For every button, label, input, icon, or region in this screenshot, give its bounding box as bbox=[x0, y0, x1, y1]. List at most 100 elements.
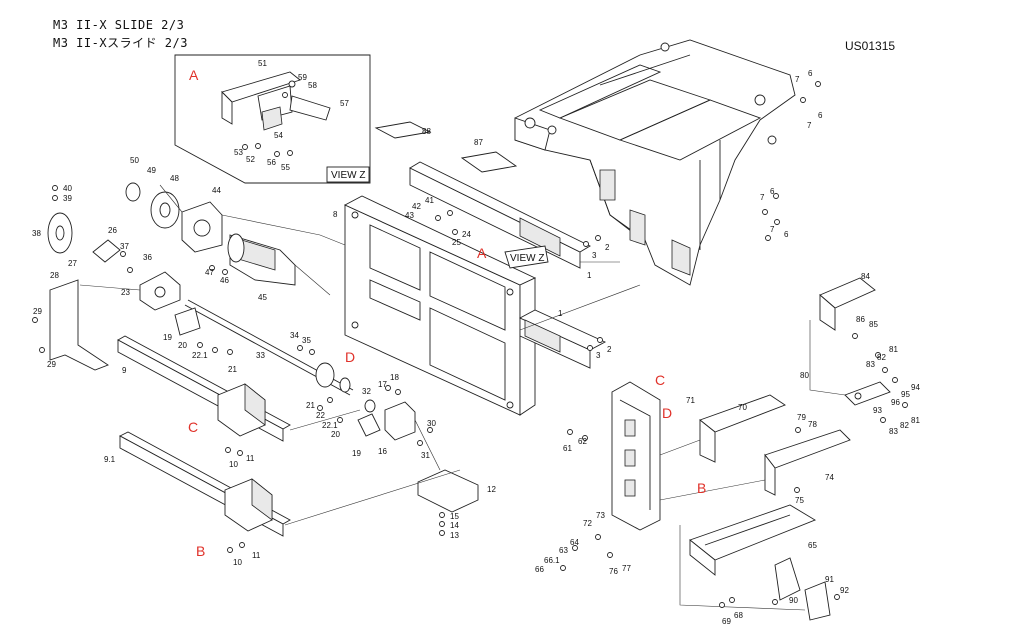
pn-65: 65 bbox=[808, 541, 817, 550]
pn-20b: 20 bbox=[331, 430, 340, 439]
pn-92: 92 bbox=[840, 586, 849, 595]
pn-96: 96 bbox=[891, 398, 900, 407]
bracket-91 bbox=[804, 581, 831, 621]
pn-3: 3 bbox=[592, 251, 597, 260]
pn-1b: 1 bbox=[558, 309, 563, 318]
pn-21: 21 bbox=[228, 365, 237, 374]
center-plate bbox=[343, 195, 537, 416]
pn-87: 87 bbox=[474, 138, 483, 147]
pn-39: 39 bbox=[63, 194, 72, 203]
pn-1: 1 bbox=[587, 271, 592, 280]
fasteners bbox=[32, 81, 908, 608]
pn-82: 82 bbox=[877, 353, 886, 362]
pn-27: 27 bbox=[68, 259, 77, 268]
pn-32: 32 bbox=[362, 387, 371, 396]
pn-7b: 7 bbox=[807, 121, 812, 130]
pn-24: 24 bbox=[462, 230, 471, 239]
pn-38: 38 bbox=[32, 229, 41, 238]
pn-83: 83 bbox=[866, 360, 875, 369]
upper-rail bbox=[409, 161, 591, 269]
pn-82b: 82 bbox=[900, 421, 909, 430]
pn-10: 10 bbox=[229, 460, 238, 469]
pn-57: 57 bbox=[340, 99, 349, 108]
view-z-main-callout: VIEW Z bbox=[504, 245, 549, 269]
pn-34: 34 bbox=[290, 331, 299, 340]
cable-guide-70 bbox=[699, 394, 786, 463]
pn-7d: 7 bbox=[770, 225, 775, 234]
pn-7c: 7 bbox=[760, 193, 765, 202]
pn-22-1: 22.1 bbox=[192, 351, 208, 360]
callout-d-right: D bbox=[662, 405, 672, 421]
bracket-84 bbox=[819, 277, 876, 331]
ball-screw-33 bbox=[184, 299, 354, 396]
pn-56: 56 bbox=[267, 158, 276, 167]
pn-59: 59 bbox=[298, 73, 307, 82]
block-19-lower bbox=[357, 413, 381, 437]
pn-66: 66 bbox=[535, 565, 544, 574]
pn-76: 76 bbox=[609, 567, 618, 576]
lower-rail bbox=[518, 309, 607, 369]
pn-83b: 83 bbox=[889, 427, 898, 436]
pn-80: 80 bbox=[800, 371, 809, 380]
pn-64: 64 bbox=[570, 538, 579, 547]
pn-94: 94 bbox=[911, 383, 920, 392]
cover-74 bbox=[764, 429, 851, 496]
pn-17: 17 bbox=[378, 380, 387, 389]
pn-72: 72 bbox=[583, 519, 592, 528]
pn-71: 71 bbox=[686, 396, 695, 405]
pn-12: 12 bbox=[487, 485, 496, 494]
pn-11: 11 bbox=[246, 454, 255, 463]
pulley-48 bbox=[150, 191, 180, 229]
pulley-49 bbox=[125, 182, 141, 202]
pn-18: 18 bbox=[390, 373, 399, 382]
pn-47: 47 bbox=[205, 268, 214, 277]
pn-2: 2 bbox=[605, 243, 610, 252]
bearing-block-23 bbox=[139, 271, 181, 311]
pn-81b: 81 bbox=[911, 416, 920, 425]
pn-7: 7 bbox=[795, 75, 800, 84]
pn-43: 43 bbox=[405, 211, 414, 220]
inset-bracket-part bbox=[221, 71, 331, 157]
pad-87 bbox=[460, 151, 518, 173]
pn-26: 26 bbox=[108, 226, 117, 235]
pn-62: 62 bbox=[578, 437, 587, 446]
pn-21b: 21 bbox=[306, 401, 315, 410]
flange-26 bbox=[92, 239, 121, 263]
pn-95: 95 bbox=[901, 390, 910, 399]
pn-2b: 2 bbox=[607, 345, 612, 354]
pn-30: 30 bbox=[427, 419, 436, 428]
pn-35: 35 bbox=[302, 336, 311, 345]
callout-c-right: C bbox=[655, 372, 665, 388]
pn-85: 85 bbox=[869, 320, 878, 329]
pn-81: 81 bbox=[889, 345, 898, 354]
pn-28: 28 bbox=[50, 271, 59, 280]
callout-b-right: B bbox=[697, 480, 706, 496]
pn-6: 6 bbox=[808, 69, 813, 78]
pn-90: 90 bbox=[789, 596, 798, 605]
callout-b-left: B bbox=[196, 543, 205, 559]
view-z-inset-label-box bbox=[326, 166, 370, 183]
pn-84: 84 bbox=[861, 272, 870, 281]
pn-6c: 6 bbox=[770, 187, 775, 196]
pn-46: 46 bbox=[220, 276, 229, 285]
pn-53: 53 bbox=[234, 148, 243, 157]
callout-a-inset: A bbox=[189, 67, 199, 83]
pn-19b: 19 bbox=[352, 449, 361, 458]
pn-14: 14 bbox=[450, 521, 459, 530]
pn-23: 23 bbox=[121, 288, 130, 297]
callout-d-left: D bbox=[345, 349, 355, 365]
pn-69: 69 bbox=[722, 617, 731, 626]
pn-29: 29 bbox=[33, 307, 42, 316]
pn-6d: 6 bbox=[784, 230, 789, 239]
vertical-bracket-c bbox=[611, 381, 661, 531]
block-16 bbox=[384, 401, 416, 441]
bracket-93 bbox=[844, 381, 891, 406]
view-z-inset-frame bbox=[174, 54, 371, 184]
pn-36: 36 bbox=[143, 253, 152, 262]
pn-86: 86 bbox=[856, 315, 865, 324]
pn-58: 58 bbox=[308, 81, 317, 90]
pn-10b: 10 bbox=[233, 558, 242, 567]
bracket-28 bbox=[49, 279, 109, 371]
bracket-90 bbox=[774, 557, 801, 601]
